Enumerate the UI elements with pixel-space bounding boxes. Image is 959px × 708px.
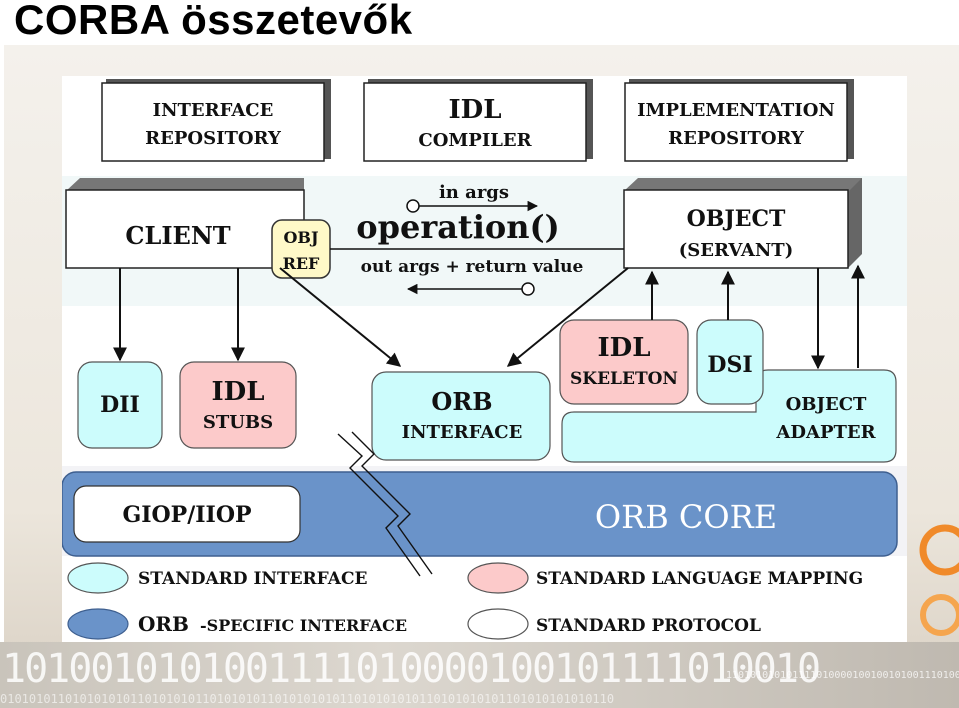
connection-arrows <box>113 264 865 370</box>
object-adapter-label-2: ADAPTER <box>775 422 876 443</box>
legend-standard-protocol: STANDARD PROTOCOL <box>536 616 761 636</box>
obj-ref-label-1: OBJ <box>283 228 318 247</box>
object-adapter-label-1: OBJECT <box>786 394 867 415</box>
out-args-label: out args + return value <box>361 257 584 277</box>
orb-core-label: ORB CORE <box>595 498 777 536</box>
slide-title: CORBA összetevők <box>14 0 413 43</box>
orb-interface-label-2: INTERFACE <box>402 422 523 443</box>
idl-skeleton-box: IDL SKELETON <box>559 319 689 405</box>
orb-interface-box: ORB INTERFACE <box>371 371 551 461</box>
binary-decoration: 1010010101001111010000100101111010010 11… <box>0 642 959 708</box>
binary-text-large: 1010010101001111010000100101111010010 <box>2 646 821 692</box>
interface-repository-box: INTERFACE REPOSITORY <box>101 79 331 162</box>
idl-stubs-label-1: IDL <box>212 377 265 407</box>
object-adapter-box: OBJECT ADAPTER <box>561 369 897 463</box>
implementation-repository-label-1: IMPLEMENTATION <box>637 100 835 121</box>
implementation-repository-label-2: REPOSITORY <box>668 128 805 149</box>
obj-ref-label-2: REF <box>283 254 320 273</box>
legend-swatch-orb-specific <box>67 608 129 640</box>
idl-compiler-box: IDL COMPILER <box>363 79 593 162</box>
legend-orb-specific-suffix: -SPECIFIC INTERFACE <box>200 616 407 635</box>
binary-text-small: 1101010101011110100001001001010011101001 <box>726 670 959 681</box>
idl-compiler-label-2: COMPILER <box>418 130 532 151</box>
idl-stubs-box: IDL STUBS <box>179 361 297 449</box>
client-label: CLIENT <box>125 221 230 250</box>
legend-swatch-standard-interface <box>67 562 129 594</box>
legend-standard-interface: STANDARD INTERFACE <box>138 569 367 589</box>
decorative-circles <box>919 524 959 636</box>
orb-core-bar: GIOP/IIOP ORB CORE <box>61 471 898 557</box>
legend-orb-specific-prefix: ORB <box>138 612 189 636</box>
dii-label: DII <box>100 392 140 418</box>
legend: STANDARD INTERFACE STANDARD LANGUAGE MAP… <box>67 562 863 640</box>
orb-interface-label-1: ORB <box>431 387 492 416</box>
object-servant-label-1: OBJECT <box>687 206 786 232</box>
legend-language-mapping: STANDARD LANGUAGE MAPPING <box>536 569 863 589</box>
legend-swatch-protocol <box>467 608 529 640</box>
object-servant-label-2: (SERVANT) <box>679 240 793 261</box>
dii-box: DII <box>77 361 163 449</box>
interface-repository-label-1: INTERFACE <box>153 100 274 121</box>
client-box: CLIENT <box>65 178 305 269</box>
idl-compiler-label-1: IDL <box>449 95 502 125</box>
in-args-label: in args <box>439 182 509 203</box>
corba-diagram: INTERFACE REPOSITORY IDL COMPILER IMPLEM… <box>61 76 907 642</box>
dsi-label: DSI <box>707 352 752 378</box>
idl-skeleton-label-2: SKELETON <box>570 369 678 389</box>
legend-swatch-language-mapping <box>467 562 529 594</box>
lightning-break <box>337 433 421 577</box>
diagram-canvas: INTERFACE REPOSITORY IDL COMPILER IMPLEM… <box>61 79 907 640</box>
dsi-box: DSI <box>696 319 764 405</box>
idl-stubs-label-2: STUBS <box>203 412 273 433</box>
operation-label: operation() <box>356 208 560 246</box>
operation-call: in args operation() out args + return va… <box>330 182 624 296</box>
giop-iiop-label: GIOP/IIOP <box>122 502 251 528</box>
object-servant-box: OBJECT (SERVANT) <box>623 178 862 269</box>
interface-repository-label-2: REPOSITORY <box>145 128 282 149</box>
implementation-repository-box: IMPLEMENTATION REPOSITORY <box>624 79 854 162</box>
binary-text-bottom: 0101010110101010101101010101101010101101… <box>0 692 615 706</box>
giop-iiop-box <box>73 485 301 543</box>
idl-skeleton-label-1: IDL <box>598 333 651 363</box>
